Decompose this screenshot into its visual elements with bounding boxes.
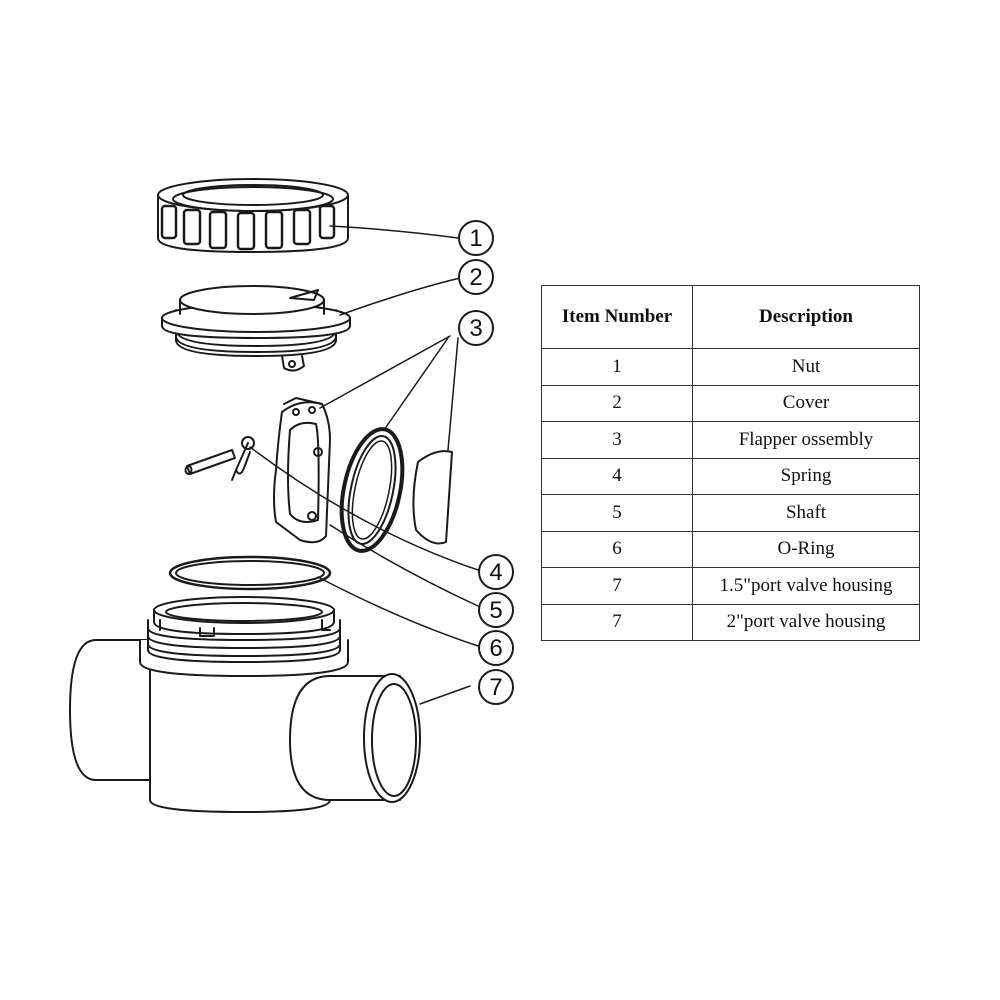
table-row: 7 2"port valve housing (541, 603, 920, 641)
table-row: 4 Spring (541, 457, 920, 495)
callout-1-circle (458, 220, 494, 256)
parts-table: Item Number Description 1 Nut 2 Cover 3 … (541, 285, 920, 641)
nut-part (157, 178, 349, 253)
table-row: 6 O-Ring (541, 530, 920, 568)
header-description: Description (692, 285, 920, 349)
callout-circles (458, 220, 514, 705)
flapper-disc-part (412, 450, 453, 545)
callout-6-circle (478, 630, 514, 666)
table-header-row: Item Number Description (541, 285, 920, 349)
table-row: 7 1.5"port valve housing (541, 567, 920, 605)
description-cell: O-Ring (692, 530, 920, 568)
header-item-number: Item Number (541, 285, 693, 349)
flapper-plate-part (273, 397, 331, 544)
callout-3-circle (458, 310, 494, 346)
item-number-cell: 7 (541, 603, 693, 641)
shaft-part (184, 449, 236, 475)
description-cell: 2"port valve housing (692, 603, 920, 641)
callout-7-label: 7 (489, 674, 502, 701)
leader-lines (249, 225, 479, 705)
callout-6-label: 6 (489, 635, 502, 662)
item-number-cell: 7 (541, 567, 693, 605)
callout-5-label: 5 (489, 597, 502, 624)
callout-5-circle (478, 592, 514, 628)
description-cell: Shaft (692, 494, 920, 532)
callout-4-label: 4 (489, 559, 502, 586)
description-cell: 1.5"port valve housing (692, 567, 920, 605)
item-number-cell: 5 (541, 494, 693, 532)
flapper-seal-part (339, 427, 405, 553)
valve-housing-part (69, 596, 421, 813)
table-row: 2 Cover (541, 384, 920, 422)
body-o-ring-part (168, 555, 332, 591)
table-row: 3 Flapper ossembly (541, 421, 920, 459)
callout-4-circle (478, 554, 514, 590)
description-cell: Nut (692, 348, 920, 386)
callout-1-label: 1 (469, 225, 482, 252)
callout-3-label: 3 (469, 315, 482, 342)
callout-2-circle (458, 259, 494, 295)
item-number-cell: 2 (541, 384, 693, 422)
table-row: 5 Shaft (541, 494, 920, 532)
spring-part (231, 436, 255, 481)
item-number-cell: 3 (541, 421, 693, 459)
callout-2-label: 2 (469, 264, 482, 291)
cover-part (161, 285, 351, 372)
description-cell: Cover (692, 384, 920, 422)
table-row: 1 Nut (541, 348, 920, 386)
item-number-cell: 6 (541, 530, 693, 568)
item-number-cell: 4 (541, 457, 693, 495)
description-cell: Flapper ossembly (692, 421, 920, 459)
item-number-cell: 1 (541, 348, 693, 386)
description-cell: Spring (692, 457, 920, 495)
callout-7-circle (478, 669, 514, 705)
